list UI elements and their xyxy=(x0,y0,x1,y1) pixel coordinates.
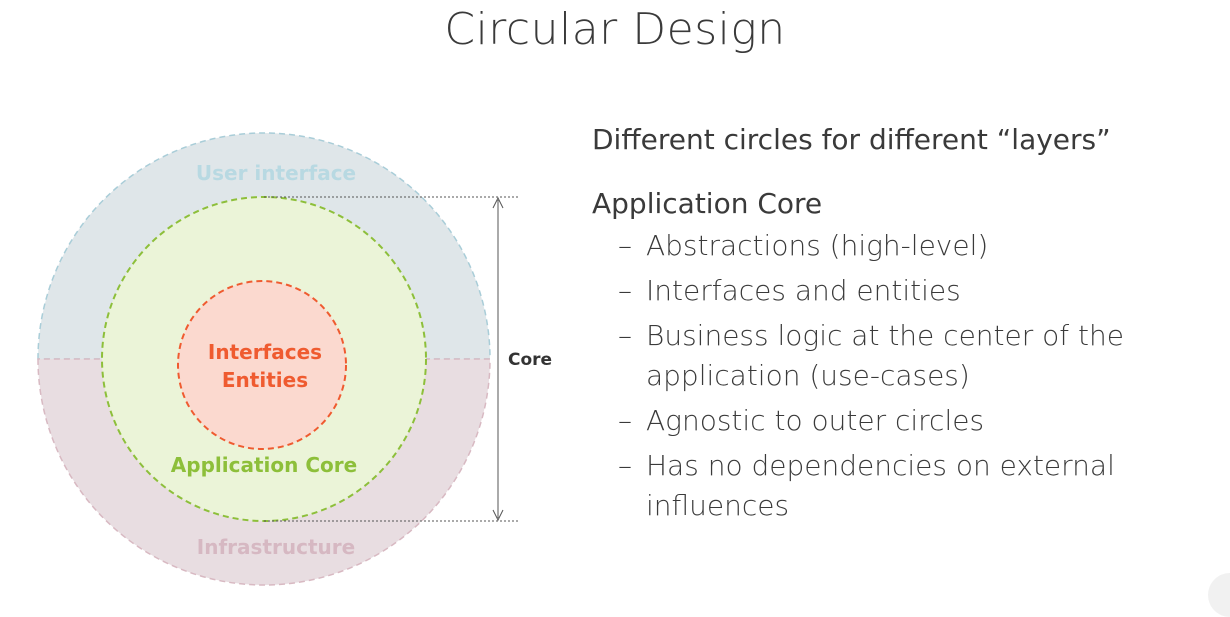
layers-heading: Different circles for different “layers” xyxy=(592,123,1111,156)
interfaces-label: Interfaces xyxy=(208,340,322,364)
bullet-text: Business logic at the center of the appl… xyxy=(646,319,1124,392)
core-dimension-label: Core xyxy=(508,350,552,370)
bullet-item: –Has no dependencies on external influen… xyxy=(618,446,1212,526)
bullet-list: –Abstractions (high-level) –Interfaces a… xyxy=(592,226,1212,526)
content-text-block: Different circles for different “layers”… xyxy=(592,120,1212,531)
bullet-item: –Abstractions (high-level) xyxy=(618,226,1212,266)
bullet-dash: – xyxy=(618,274,632,307)
bullet-dash: – xyxy=(618,229,632,262)
core-dimension-arrow-top xyxy=(492,196,504,209)
application-core-label: Application Core xyxy=(171,453,357,477)
bullet-dash: – xyxy=(618,449,632,482)
application-core-heading: Application Core xyxy=(592,187,823,220)
entities-label: Entities xyxy=(222,368,308,392)
bullet-item: –Interfaces and entities xyxy=(618,271,1212,311)
core-dimension-arrow-bottom xyxy=(492,509,504,522)
bullet-text: Agnostic to outer circles xyxy=(646,404,985,437)
bullet-item: –Agnostic to outer circles xyxy=(618,401,1212,441)
bullet-dash: – xyxy=(618,404,632,437)
bullet-text: Interfaces and entities xyxy=(646,274,961,307)
infrastructure-label: Infrastructure xyxy=(197,535,355,559)
user-interface-label: User interface xyxy=(196,161,356,185)
bullet-dash: – xyxy=(618,319,632,352)
bullet-text: Abstractions (high-level) xyxy=(646,229,989,262)
circular-design-diagram: User interface Infrastructure Applicatio… xyxy=(37,132,552,586)
interfaces-entities-circle xyxy=(177,280,347,450)
corner-decoration xyxy=(1208,573,1230,617)
bullet-text: Has no dependencies on external influenc… xyxy=(646,449,1115,522)
bullet-item: –Business logic at the center of the app… xyxy=(618,316,1212,396)
slide-title: Circular Design xyxy=(444,4,786,55)
